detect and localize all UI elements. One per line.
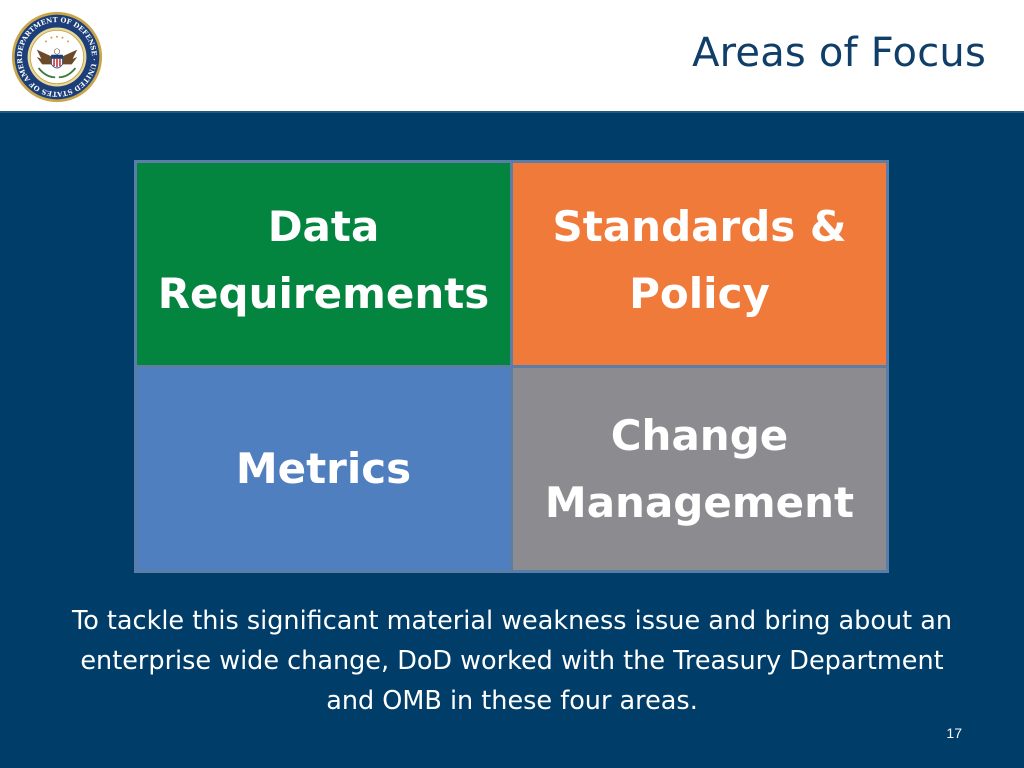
- slide-title: Areas of Focus: [692, 30, 986, 76]
- quadrant-change-management: Change Management: [513, 368, 886, 570]
- quadrant-label-line: Policy: [629, 269, 770, 319]
- quadrant-label-line: Management: [544, 478, 855, 528]
- quadrant-standards-policy: Standards & Policy: [513, 163, 886, 365]
- quadrant-label-line: Data: [267, 202, 380, 251]
- page-number: 17: [946, 725, 962, 741]
- quadrant-label-line: Change: [610, 411, 789, 460]
- quadrant-data-requirements: Data Requirements: [137, 163, 510, 365]
- quadrant-label-line: Requirements: [157, 269, 490, 319]
- focus-areas-grid: Data Requirements Standards & Policy Met…: [134, 160, 889, 573]
- quadrant-label-line: Standards &: [552, 202, 847, 251]
- slide-header: DEPARTMENT OF DEFENSE · UNITED STATES OF…: [0, 0, 1024, 111]
- slide-caption: To tackle this significant material weak…: [71, 606, 953, 716]
- quadrant-label-line: Metrics: [235, 444, 412, 494]
- quadrant-metrics: Metrics: [137, 368, 510, 570]
- dod-seal-icon: DEPARTMENT OF DEFENSE · UNITED STATES OF…: [11, 11, 103, 103]
